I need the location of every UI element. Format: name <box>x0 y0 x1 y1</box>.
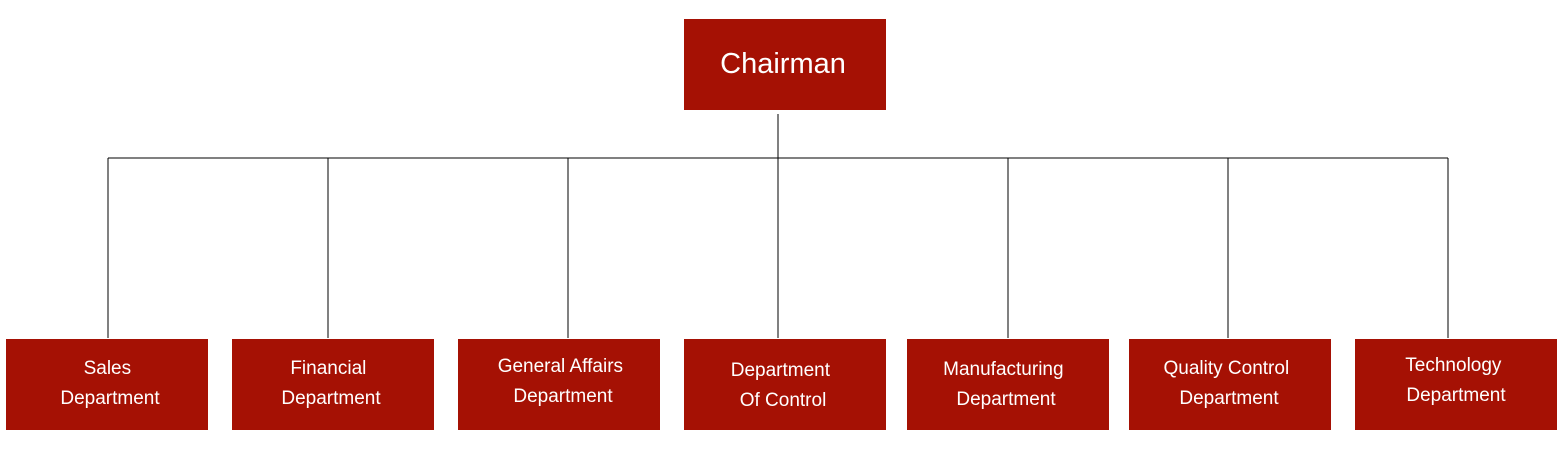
node-quality-control-department: Quality Control Department <box>1129 339 1331 430</box>
node-general-affairs-department-box <box>458 339 660 430</box>
node-financial-department-label-line-1: Financial <box>290 358 366 379</box>
node-financial-department-label-line-2: Department <box>281 388 381 409</box>
node-chairman-box <box>684 19 886 110</box>
node-manufacturing-department-label-line-2: Department <box>956 389 1056 410</box>
node-department-of-control-box <box>684 339 886 430</box>
node-technology-department-label: Technology Department <box>1405 355 1506 406</box>
node-sales-department-label: Sales Department <box>60 358 160 409</box>
node-department-of-control-label-line-1: Department <box>731 360 831 381</box>
node-financial-department-box <box>232 339 434 430</box>
node-quality-control-department-label: Quality Control Department <box>1164 358 1295 409</box>
node-general-affairs-department-label: General Affairs Department <box>498 356 629 407</box>
node-department-of-control-label: Department Of Control <box>731 360 836 411</box>
node-general-affairs-department-label-line-1: General Affairs <box>498 356 623 377</box>
node-department-of-control: Department Of Control <box>684 339 886 430</box>
node-technology-department-label-line-2: Department <box>1406 385 1506 406</box>
node-chairman-label: Chairman <box>720 48 846 80</box>
node-manufacturing-department: Manufacturing Department <box>907 339 1109 430</box>
node-manufacturing-department-label: Manufacturing Department <box>943 359 1069 410</box>
node-manufacturing-department-box <box>907 339 1109 430</box>
node-department-of-control-label-line-2: Of Control <box>740 390 827 411</box>
node-technology-department-box <box>1355 339 1557 430</box>
node-chairman: Chairman <box>684 19 886 110</box>
node-general-affairs-department: General Affairs Department <box>458 339 660 430</box>
node-financial-department-label: Financial Department <box>281 358 381 409</box>
node-technology-department-label-line-1: Technology <box>1405 355 1502 376</box>
node-manufacturing-department-label-line-1: Manufacturing <box>943 359 1063 380</box>
node-financial-department: Financial Department <box>232 339 434 430</box>
node-chairman-label-line-1: Chairman <box>720 48 846 80</box>
node-quality-control-department-label-line-2: Department <box>1179 388 1279 409</box>
node-sales-department-box <box>6 339 208 430</box>
node-technology-department: Technology Department <box>1355 339 1557 430</box>
node-quality-control-department-box <box>1129 339 1331 430</box>
node-sales-department-label-line-1: Sales <box>84 358 132 379</box>
node-quality-control-department-label-line-1: Quality Control <box>1164 358 1290 379</box>
connectors <box>107 114 1449 338</box>
node-general-affairs-department-label-line-2: Department <box>513 386 613 407</box>
node-sales-department: Sales Department <box>6 339 208 430</box>
node-sales-department-label-line-2: Department <box>60 388 160 409</box>
